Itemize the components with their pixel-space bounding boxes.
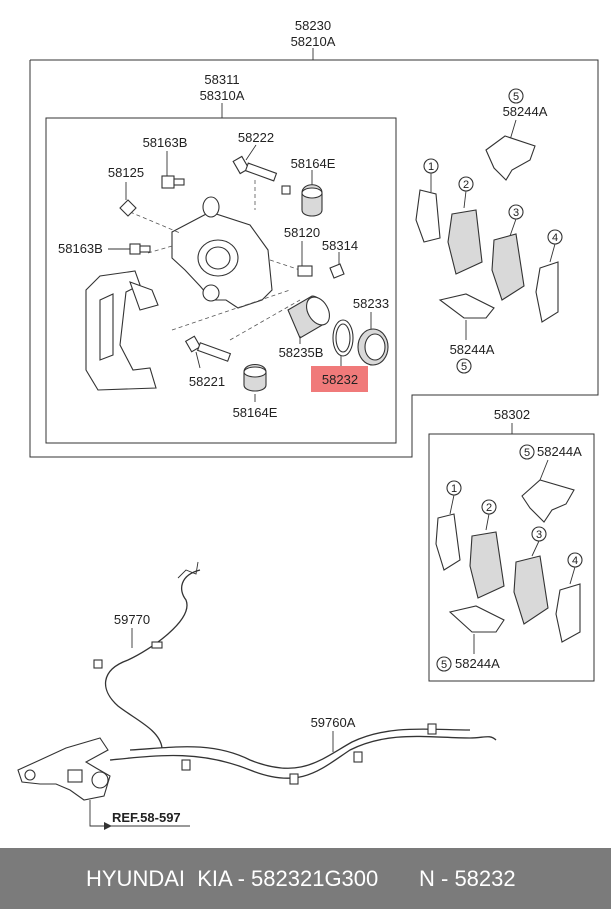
kit-pad1-leader: [449, 494, 455, 515]
caliper-frame: [45, 117, 397, 444]
clip-top-label: 58244A: [503, 104, 548, 119]
main-assembly-frame: [29, 59, 599, 458]
footer-bar: HYUNDAI KIA - 582321G300 N - 58232: [0, 848, 611, 909]
footer-brand: HYUNDAI KIA - 582321G300: [86, 865, 379, 891]
circle-1-num: 1: [428, 161, 434, 173]
caliper-assy-label: 58311: [204, 72, 239, 87]
assy-main-label: 58230: [295, 18, 331, 33]
kit-pad4-leader: [569, 566, 576, 585]
circle-3-num: 3: [513, 207, 519, 219]
kit-pad-1-shim: [435, 513, 461, 571]
guide-pin-lower-label: 58221: [189, 374, 225, 389]
caliper-body: [171, 196, 273, 309]
kit-circle-3-num: 3: [536, 529, 542, 541]
bolt-lower: [129, 243, 151, 255]
assembly-line-6: [269, 259, 301, 271]
pad-kit-clip-top-label: 58244A: [537, 444, 582, 459]
boot-lower: [243, 363, 267, 392]
pad4-leader: [549, 243, 556, 263]
caliper-assy-alt-label: 58310A: [200, 88, 245, 103]
bolt-upper-label: 58163B: [143, 135, 188, 150]
guide-pin-upper-leader: [245, 144, 257, 161]
kit-circle-5-top-num: 5: [524, 447, 530, 459]
kit-circle-4-num: 4: [572, 555, 578, 567]
footer-number: N - 58232: [419, 865, 516, 891]
bolt-lower-label: 58163B: [58, 241, 103, 256]
pad-3: [491, 233, 525, 301]
ref-arrow-icon: [104, 822, 112, 830]
kit-circle-1-num: 1: [451, 483, 457, 495]
circle-5-bottom: [456, 358, 472, 374]
kit-pad2-leader: [485, 513, 490, 531]
assembly-line-1: [129, 211, 181, 234]
parking-cable-right: [109, 723, 497, 785]
cap: [297, 265, 313, 277]
pad-kit-frame: [428, 433, 595, 682]
clip-bottom-label: 58244A: [450, 342, 495, 357]
caliper-bracket: [85, 270, 159, 391]
guide-pin-upper-label: 58222: [238, 130, 274, 145]
piston-seal-inner: [335, 323, 351, 353]
clip-label: 58314: [322, 238, 358, 253]
circle-5-top: [508, 88, 524, 104]
pad2-leader: [463, 190, 467, 209]
pad-1-shim: [415, 189, 441, 243]
ref-leader: [89, 800, 104, 827]
dust-seal: [357, 328, 389, 366]
pad-kit-clip-bottom-label: 58244A: [455, 656, 500, 671]
kit-clip-top: [521, 479, 575, 523]
boot-lower-label: 58164E: [233, 405, 278, 420]
assy-main-alt-label: 58210A: [291, 34, 336, 49]
highlight-box: [311, 366, 368, 392]
parts-diagram: 58230 58210A 58311 58310A 58163B 58125: [17, 18, 599, 830]
kit-circle-5-top: [519, 444, 535, 460]
pad-clip-bottom: [438, 293, 495, 319]
pad3-leader: [509, 218, 517, 237]
clip: [329, 263, 345, 279]
kit-pad-3: [513, 555, 549, 625]
boot-upper: [301, 184, 323, 217]
kit-circle-2-num: 2: [486, 502, 492, 514]
kit-circle-5-bottom-num: 5: [441, 659, 447, 671]
pad-clip-top: [485, 135, 536, 181]
bolt-upper: [161, 175, 185, 189]
kit-pad-4-shim: [555, 583, 581, 643]
guide-pin-upper: [232, 155, 278, 182]
brake-lever-assembly: [17, 737, 111, 801]
assembly-line-2: [147, 245, 173, 254]
circle-5-bottom-num: 5: [461, 361, 467, 373]
bleeder-label: 58125: [108, 165, 144, 180]
kit-circle-5-bottom: [436, 656, 452, 672]
circle-5-top-num: 5: [513, 91, 519, 103]
guide-pin-lower: [184, 335, 232, 362]
boot-upper-label: 58164E: [291, 156, 336, 171]
pad-4-shim: [535, 261, 559, 323]
kit-pad-2: [469, 531, 505, 599]
guide-pin-lower-leader: [195, 351, 201, 369]
ref-label: REF.58-597: [112, 810, 181, 825]
cable-right-label: 59760A: [311, 715, 356, 730]
piston: [287, 295, 331, 339]
circle-4-num: 4: [552, 232, 558, 244]
piston-label: 58235B: [279, 345, 324, 360]
pad-kit-label: 58302: [494, 407, 530, 422]
pad-2: [447, 209, 483, 275]
kit-clip-bottom: [448, 605, 505, 633]
clip-top-leader: [509, 119, 517, 141]
dust-seal-label: 58233: [353, 296, 389, 311]
bleeder-screw: [119, 199, 137, 217]
piston-seal-label: 58232: [322, 372, 358, 387]
kit-pad3-leader: [531, 540, 540, 557]
cable-left-label: 59770: [114, 612, 150, 627]
circle-2-num: 2: [463, 179, 469, 191]
kit-clip-top-leader: [539, 459, 549, 481]
cap-label: 58120: [284, 225, 320, 240]
small-nut: [281, 185, 291, 195]
parking-cable-left: [93, 561, 201, 749]
